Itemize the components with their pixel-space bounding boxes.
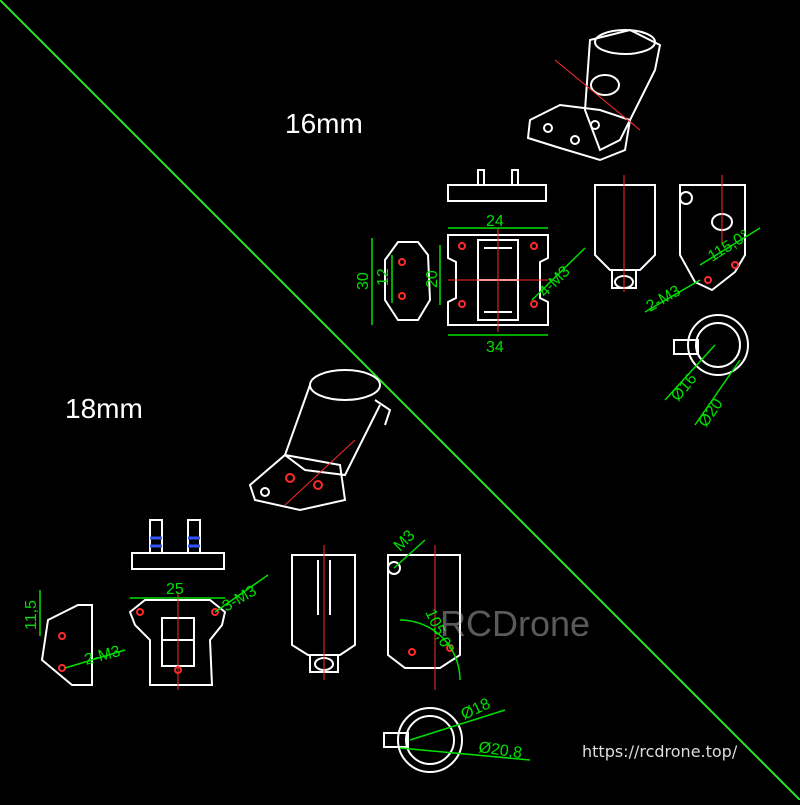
- dim-16-inner-dia: Ø16: [668, 370, 701, 404]
- iso-mount-16: [526, 28, 662, 162]
- ring-16: [673, 314, 749, 376]
- iso-mount-18: [248, 369, 392, 512]
- top-plate-18: [131, 519, 225, 570]
- watermark-rcdrone: RCDrone: [440, 603, 591, 644]
- dim-16-height-total: 30: [355, 272, 372, 290]
- label-18mm: 18mm: [65, 393, 143, 424]
- front-plate-16: [447, 228, 549, 332]
- dim-16-width-bottom: 34: [486, 339, 504, 356]
- side-piece-18: [40, 604, 93, 686]
- side-tube-16: [679, 175, 746, 292]
- dim-16-holes: 4-M3: [536, 263, 574, 301]
- ring-18: [383, 707, 463, 773]
- dim-16-height-mid: 20: [424, 270, 441, 288]
- dim-16-side-holes: 2-M3: [644, 282, 684, 315]
- dim-18-side-holes: 2-M3: [83, 643, 123, 669]
- front-plate-18: [128, 592, 227, 690]
- front-tube-18: [291, 545, 356, 680]
- dim-18-outer-dia: Ø20,8: [477, 739, 523, 762]
- dimensions-18-lines: [39, 539, 531, 761]
- dim-18-width: 25: [166, 581, 184, 598]
- dimensions-16-lines: [371, 227, 761, 426]
- label-16mm: 16mm: [285, 108, 363, 139]
- side-wedge-16: [384, 241, 432, 321]
- front-tube-16: [594, 175, 656, 292]
- dim-18-height: 11,5: [23, 600, 40, 630]
- dim-18-holes: 3-M3: [220, 582, 260, 615]
- dim-16-width-top: 24: [486, 213, 504, 230]
- dim-18-side-thread: M3: [391, 527, 419, 555]
- source-url: https://rcdrone.top/: [582, 742, 738, 761]
- dim-16-height-inner: 12: [375, 268, 392, 286]
- side-tube-18: [387, 545, 461, 690]
- top-plate-16: [447, 169, 547, 202]
- dim-16-outer-dia: Ø20: [695, 396, 726, 431]
